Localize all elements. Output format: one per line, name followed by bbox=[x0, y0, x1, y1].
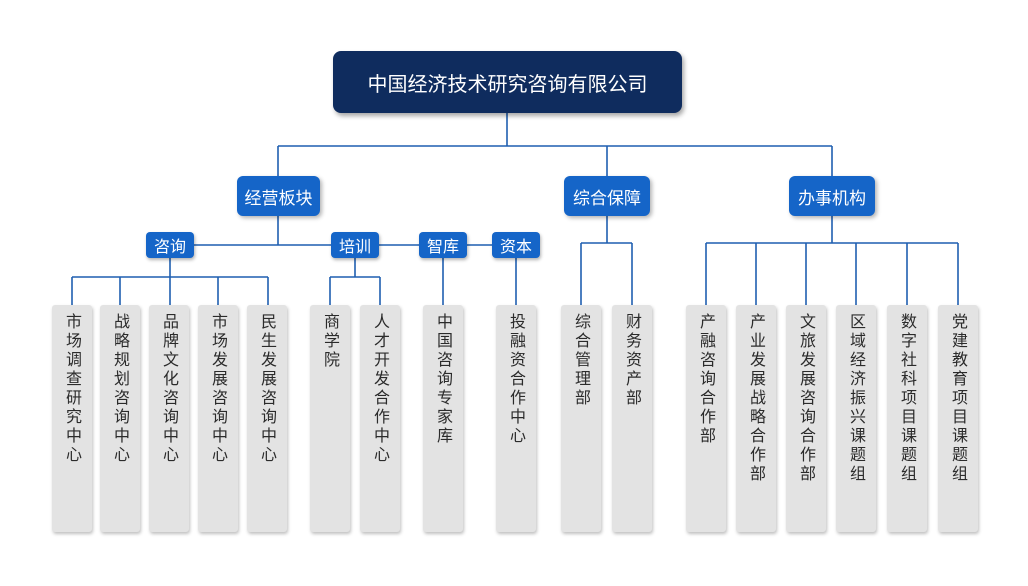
leaf-label: 市场发展咨询中心 bbox=[209, 313, 228, 465]
leaf-node: 产业发展战略合作部 bbox=[736, 305, 776, 532]
leaf-node: 品牌文化咨询中心 bbox=[149, 305, 189, 532]
group-capital: 资本 bbox=[492, 232, 540, 258]
root-node: 中国经济技术研究咨询有限公司 bbox=[333, 51, 682, 113]
leaf-node: 综合管理部 bbox=[561, 305, 601, 532]
leaf-node: 党建教育项目课题组 bbox=[938, 305, 978, 532]
leaf-node: 市场调查研究中心 bbox=[52, 305, 92, 532]
leaf-label: 区域经济振兴课题组 bbox=[847, 313, 866, 484]
leaf-label: 商学院 bbox=[321, 313, 340, 370]
section-support: 综合保障 bbox=[564, 176, 650, 216]
leaf-label: 市场调查研究中心 bbox=[63, 313, 82, 465]
leaf-label: 中国咨询专家库 bbox=[434, 313, 453, 446]
leaf-node: 文旅发展咨询合作部 bbox=[786, 305, 826, 532]
leaf-label: 综合管理部 bbox=[572, 313, 591, 408]
leaf-label: 产业发展战略合作部 bbox=[747, 313, 766, 484]
leaf-label: 党建教育项目课题组 bbox=[949, 313, 968, 484]
leaf-node: 市场发展咨询中心 bbox=[198, 305, 238, 532]
leaf-label: 人才开发合作中心 bbox=[371, 313, 390, 465]
group-think-tank: 智库 bbox=[419, 232, 467, 258]
leaf-label: 财务资产部 bbox=[623, 313, 642, 408]
leaf-node: 财务资产部 bbox=[612, 305, 652, 532]
group-training: 培训 bbox=[331, 232, 379, 258]
leaf-label: 品牌文化咨询中心 bbox=[160, 313, 179, 465]
leaf-label: 数字社科项目课题组 bbox=[898, 313, 917, 484]
leaf-label: 产融咨询合作部 bbox=[697, 313, 716, 446]
group-consult: 咨询 bbox=[146, 232, 194, 258]
section-office: 办事机构 bbox=[789, 176, 875, 216]
leaf-node: 区域经济振兴课题组 bbox=[836, 305, 876, 532]
leaf-node: 民生发展咨询中心 bbox=[247, 305, 287, 532]
leaf-label: 民生发展咨询中心 bbox=[258, 313, 277, 465]
leaf-node: 投融资合作中心 bbox=[496, 305, 536, 532]
section-business: 经营板块 bbox=[237, 176, 320, 216]
leaf-node: 人才开发合作中心 bbox=[360, 305, 400, 532]
leaf-node: 战略规划咨询中心 bbox=[100, 305, 140, 532]
leaf-label: 文旅发展咨询合作部 bbox=[797, 313, 816, 484]
leaf-label: 战略规划咨询中心 bbox=[111, 313, 130, 465]
leaf-node: 商学院 bbox=[310, 305, 350, 532]
leaf-label: 投融资合作中心 bbox=[507, 313, 526, 446]
leaf-node: 中国咨询专家库 bbox=[423, 305, 463, 532]
leaf-node: 数字社科项目课题组 bbox=[887, 305, 927, 532]
leaf-node: 产融咨询合作部 bbox=[686, 305, 726, 532]
